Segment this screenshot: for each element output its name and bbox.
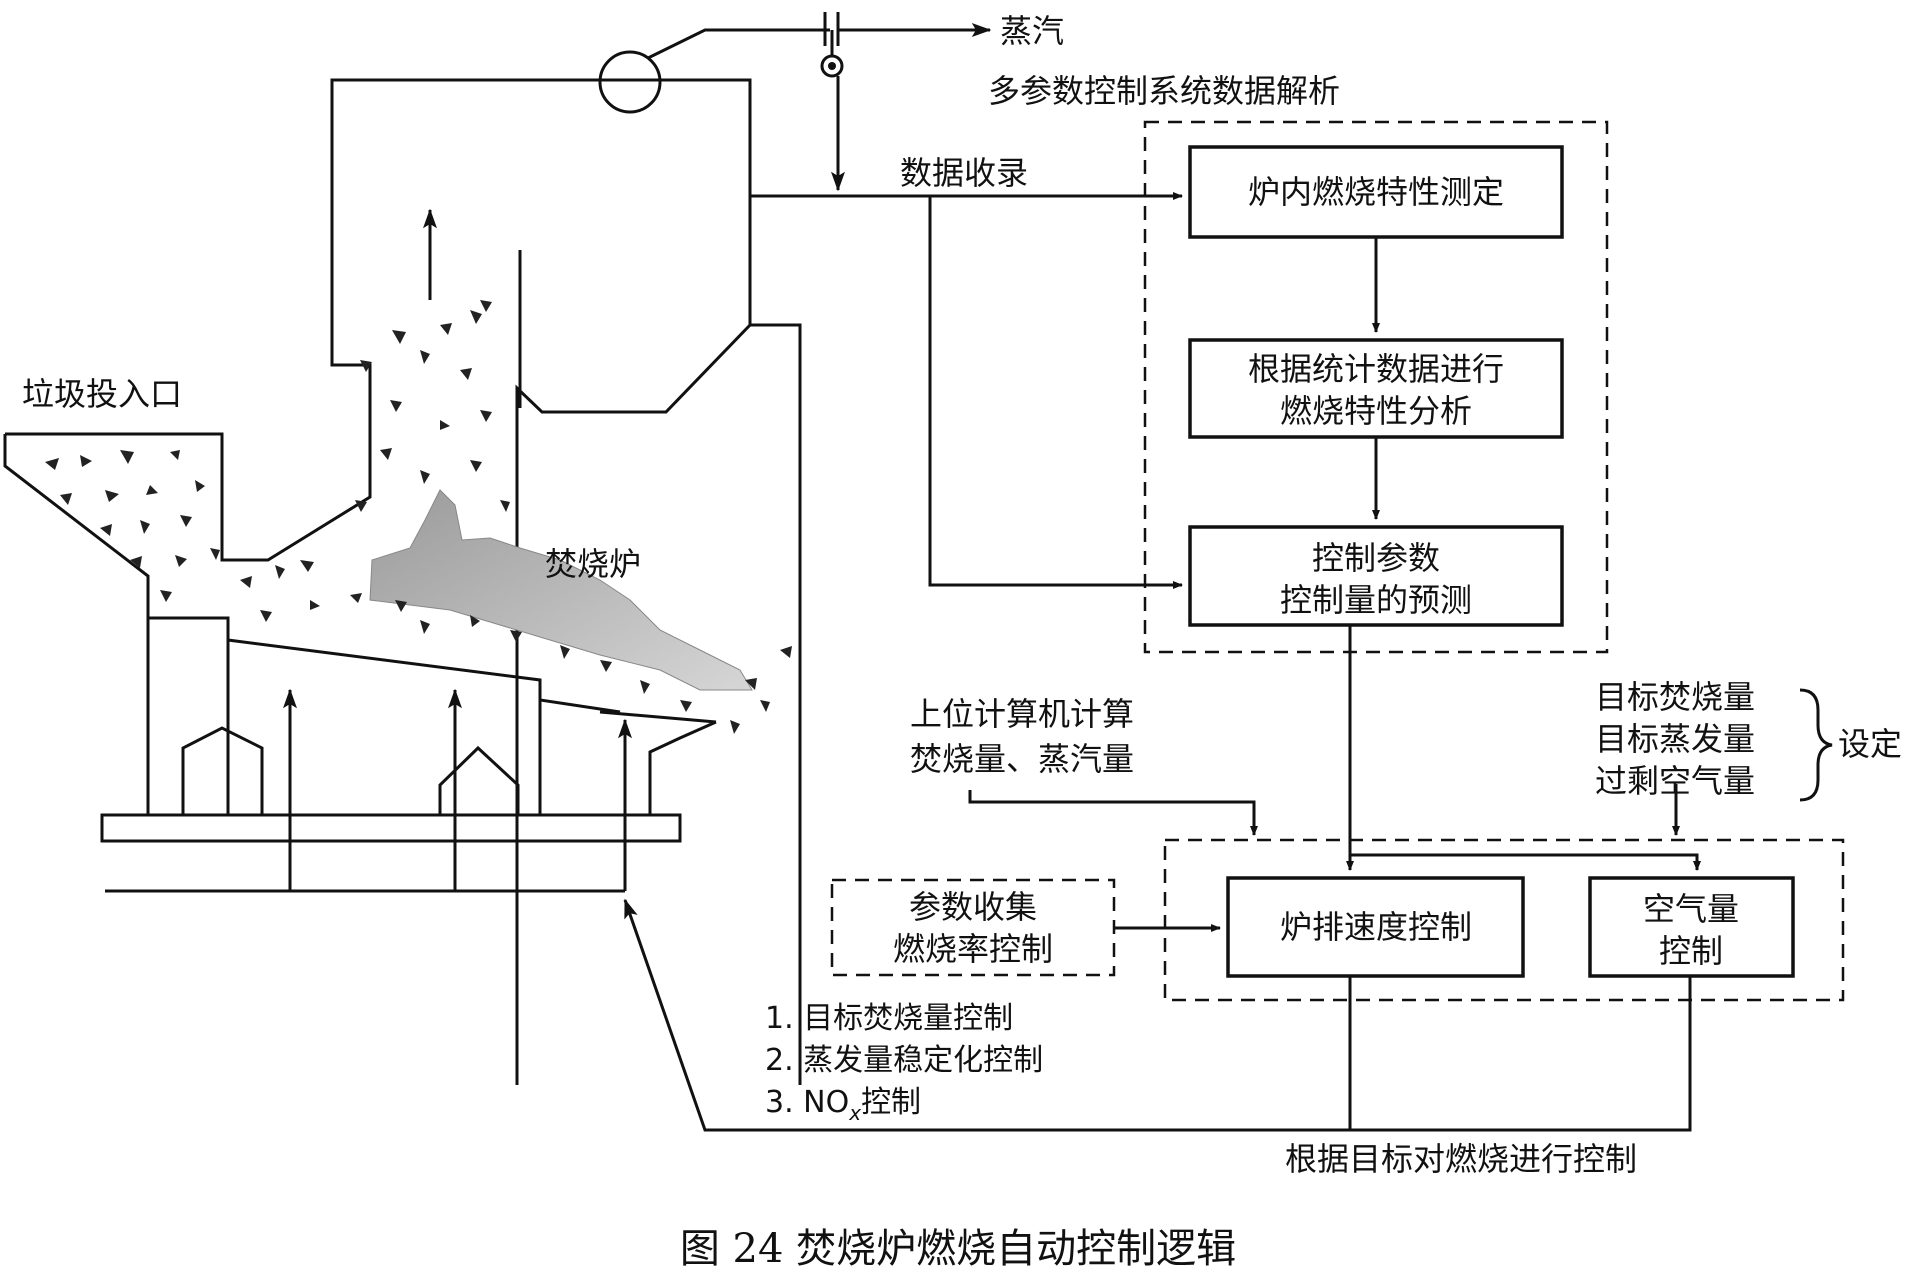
- list-item-3-sub: x: [848, 1101, 861, 1125]
- host-text-2: 焚烧量、蒸汽量: [910, 740, 1134, 778]
- furnace-drawing: [3, 12, 992, 1085]
- setting-label: 设定: [1838, 725, 1902, 763]
- box-statistical-analysis: [1188, 338, 1564, 439]
- data-record-label: 数据收录: [900, 154, 1028, 192]
- furnace-label: 焚烧炉: [545, 545, 641, 583]
- connector-lines: [623, 192, 1833, 1132]
- control-dashed-box: [1163, 838, 1845, 1002]
- box-air-control: [1588, 876, 1795, 978]
- box1-text: 炉内燃烧特性测定: [1248, 173, 1504, 211]
- figure-caption: 图 24 焚烧炉燃烧自动控制逻辑: [680, 1226, 1236, 1272]
- target-2: 目标蒸发量: [1595, 720, 1755, 758]
- analysis-title: 多参数控制系统数据解析: [988, 72, 1340, 110]
- list-item-3-prefix: 3. NO: [765, 1085, 849, 1120]
- list-item-1: 1. 目标焚烧量控制: [765, 1001, 1013, 1036]
- box-grate-speed: [1226, 876, 1525, 978]
- list-item-3-suffix: 控制: [861, 1085, 921, 1120]
- air-box-text-2: 控制: [1659, 932, 1723, 970]
- box-furnace-measure: [1188, 145, 1564, 239]
- target-1: 目标焚烧量: [1595, 678, 1755, 716]
- list-item-3: 3. NOx控制: [765, 1085, 921, 1125]
- steam-label: 蒸汽: [1000, 12, 1064, 50]
- grate-box-text: 炉排速度控制: [1280, 908, 1472, 946]
- bottom-label: 根据目标对燃烧进行控制: [1285, 1140, 1637, 1178]
- waste-particles: [45, 300, 792, 734]
- list-item-2: 2. 蒸发量稳定化控制: [765, 1043, 1043, 1078]
- target-3: 过剩空气量: [1595, 762, 1755, 800]
- box2-text-1: 根据统计数据进行: [1248, 350, 1504, 388]
- param-text-2: 燃烧率控制: [893, 930, 1053, 968]
- box3-text-2: 控制量的预测: [1280, 581, 1472, 619]
- analysis-dashed-box: [1143, 120, 1609, 654]
- air-box-text-1: 空气量: [1643, 890, 1739, 928]
- host-text-1: 上位计算机计算: [910, 695, 1134, 733]
- box3-text-1: 控制参数: [1312, 539, 1440, 577]
- flame-shape: [369, 489, 753, 691]
- hopper-label: 垃圾投入口: [22, 375, 182, 413]
- box2-text-2: 燃烧特性分析: [1280, 392, 1472, 430]
- param-text-1: 参数收集: [909, 888, 1037, 926]
- box-control-prediction: [1188, 525, 1564, 627]
